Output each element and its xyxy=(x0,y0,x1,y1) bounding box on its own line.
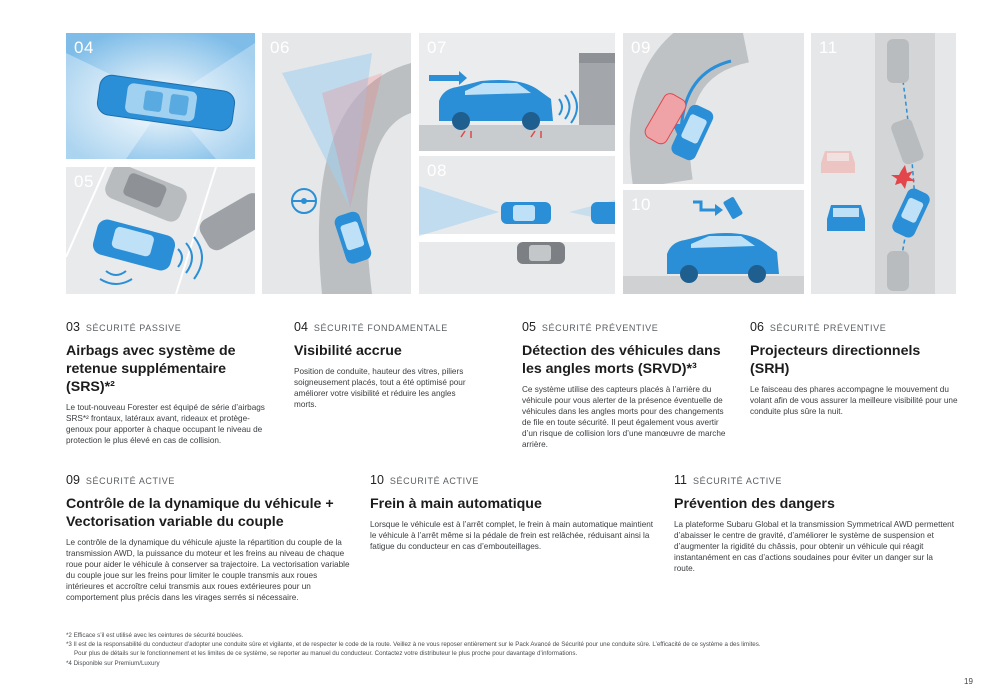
car-reversing xyxy=(92,219,176,271)
brake-spark-icon xyxy=(460,130,542,138)
illustration-panel-08: 08 xyxy=(419,156,615,294)
illustration-panel-06: 06 xyxy=(262,33,411,294)
section-header: 10 SÉCURITÉ ACTIVE xyxy=(370,473,655,487)
section-category: SÉCURITÉ PRÉVENTIVE xyxy=(769,323,887,333)
footnote: *3 Il est de la responsabilité du conduc… xyxy=(66,641,761,649)
illustration-panel-04: 04 xyxy=(66,33,255,159)
car-top-icon xyxy=(334,211,372,264)
panel-number: 06 xyxy=(270,38,290,57)
car-front-icon-red xyxy=(821,151,855,173)
car-top-icon xyxy=(591,202,615,224)
section-05-blind-spot: 05 SÉCURITÉ PRÉVENTIVE Détection des véhi… xyxy=(522,320,727,450)
car-top-icon xyxy=(501,202,551,224)
section-body: Le faisceau des phares accompagne le mou… xyxy=(750,385,958,416)
section-category: SÉCURITÉ FONDAMENTALE xyxy=(313,323,448,333)
rear-traffic-illustration xyxy=(419,156,615,294)
sensor-waves xyxy=(558,90,578,124)
impact-burst-icon xyxy=(891,165,915,189)
section-header: 05 SÉCURITÉ PRÉVENTIVE xyxy=(522,320,727,334)
section-category: SÉCURITÉ ACTIVE xyxy=(389,476,479,486)
section-09-dynamics: 09 SÉCURITÉ ACTIVE Contrôle de la dynamiq… xyxy=(66,473,351,603)
blind-spot-illustration xyxy=(66,167,255,294)
section-title: Contrôle de la dynamique du véhicule + V… xyxy=(66,496,334,530)
panel-number: 05 xyxy=(74,172,94,191)
section-06-headlights: 06 SÉCURITÉ PRÉVENTIVE Projecteurs direct… xyxy=(750,320,960,417)
brake-pedal-icon xyxy=(693,197,743,219)
section-number: 10 xyxy=(370,473,384,487)
car-top-icon xyxy=(96,74,236,132)
car-top-icon-grey xyxy=(891,118,924,165)
steering-wheel-icon xyxy=(291,188,317,214)
parked-car-grey xyxy=(105,167,187,222)
section-03-airbags: 03 SÉCURITÉ PASSIVE Airbags avec système … xyxy=(66,320,271,446)
car-front-icon xyxy=(827,205,865,231)
illustration-panel-10: 10 xyxy=(623,190,804,294)
section-header: 04 SÉCURITÉ FONDAMENTALE xyxy=(294,320,479,334)
section-category: SÉCURITÉ ACTIVE xyxy=(85,476,175,486)
parked-car-grey-2 xyxy=(199,193,255,251)
section-category: SÉCURITÉ ACTIVE xyxy=(692,476,782,486)
section-title: Airbags avec système de retenue suppléme… xyxy=(66,343,236,395)
panel-number: 04 xyxy=(74,38,94,57)
panel-number: 08 xyxy=(427,161,447,180)
auto-hold-illustration xyxy=(623,190,804,294)
illustration-panel-11: 11 xyxy=(811,33,956,294)
car-top-icon xyxy=(671,104,714,161)
footnote: *4 Disponible sur Premium/Luxury xyxy=(66,659,160,667)
section-body: La plateforme Subaru Global et la transm… xyxy=(674,520,955,573)
section-category: SÉCURITÉ PRÉVENTIVE xyxy=(541,323,659,333)
section-10-auto-hold: 10 SÉCURITÉ ACTIVE Frein à main automatiq… xyxy=(370,473,655,552)
panel-number: 07 xyxy=(427,38,447,57)
footnote: *2 Efficace s’il est utilisé avec les ce… xyxy=(66,632,244,639)
sensor-waves xyxy=(99,236,203,285)
section-header: 09 SÉCURITÉ ACTIVE xyxy=(66,473,351,487)
section-header: 03 SÉCURITÉ PASSIVE xyxy=(66,320,271,334)
section-title: Frein à main automatique xyxy=(370,496,542,512)
visibility-top-view-illustration xyxy=(66,33,255,159)
car-top-icon xyxy=(892,188,930,238)
section-body: Ce système utilise des capteurs placés à… xyxy=(522,385,726,449)
suv-side-icon xyxy=(667,233,779,283)
car-top-icon-grey xyxy=(887,39,909,83)
section-04-visibility: 04 SÉCURITÉ FONDAMENTALE Visibilité accru… xyxy=(294,320,479,410)
section-title: Projecteurs directionnels (SRH) xyxy=(750,343,921,377)
section-body: Position de conduite, hauteur des vitres… xyxy=(294,367,466,409)
panel-number: 10 xyxy=(631,195,651,214)
headlights-illustration xyxy=(262,33,411,294)
footnotes: *2 Efficace s’il est utilisé avec les ce… xyxy=(66,631,956,668)
footnote: Pour plus de détails sur le fonctionneme… xyxy=(74,650,578,658)
page-number: 19 xyxy=(964,677,973,686)
reverse-braking-illustration xyxy=(419,33,615,151)
panel-number: 11 xyxy=(819,38,838,57)
section-category: SÉCURITÉ PASSIVE xyxy=(85,323,182,333)
section-title: Prévention des dangers xyxy=(674,496,835,512)
suv-side-icon xyxy=(439,80,553,130)
section-number: 06 xyxy=(750,320,764,334)
section-header: 06 SÉCURITÉ PRÉVENTIVE xyxy=(750,320,960,334)
section-header: 11 SÉCURITÉ ACTIVE xyxy=(674,473,954,487)
section-number: 09 xyxy=(66,473,80,487)
arrow-right-icon xyxy=(429,71,467,85)
section-title: Visibilité accrue xyxy=(294,343,402,359)
car-top-icon-grey xyxy=(887,251,909,291)
panel-number: 09 xyxy=(631,38,651,57)
illustration-panel-07: 07 xyxy=(419,33,615,151)
car-top-icon-ghost xyxy=(644,93,687,145)
vehicle-dynamics-illustration xyxy=(623,33,804,184)
section-title: Détection des véhicules dans les angles … xyxy=(522,343,721,377)
section-number: 05 xyxy=(522,320,536,334)
section-number: 03 xyxy=(66,320,80,334)
hazard-avoidance-illustration xyxy=(811,33,956,294)
illustration-panel-05: 05 xyxy=(66,167,255,294)
section-body: Lorsque le véhicule est à l’arrêt comple… xyxy=(370,520,654,551)
section-number: 11 xyxy=(674,473,687,487)
section-body: Le tout-nouveau Forester est équipé de s… xyxy=(66,403,265,445)
section-number: 04 xyxy=(294,320,308,334)
section-11-hazard: 11 SÉCURITÉ ACTIVE Prévention des dangers… xyxy=(674,473,954,574)
illustration-panel-09: 09 xyxy=(623,33,804,184)
section-body: Le contrôle de la dynamique du véhicule … xyxy=(66,538,350,602)
car-top-icon-grey xyxy=(517,242,565,264)
